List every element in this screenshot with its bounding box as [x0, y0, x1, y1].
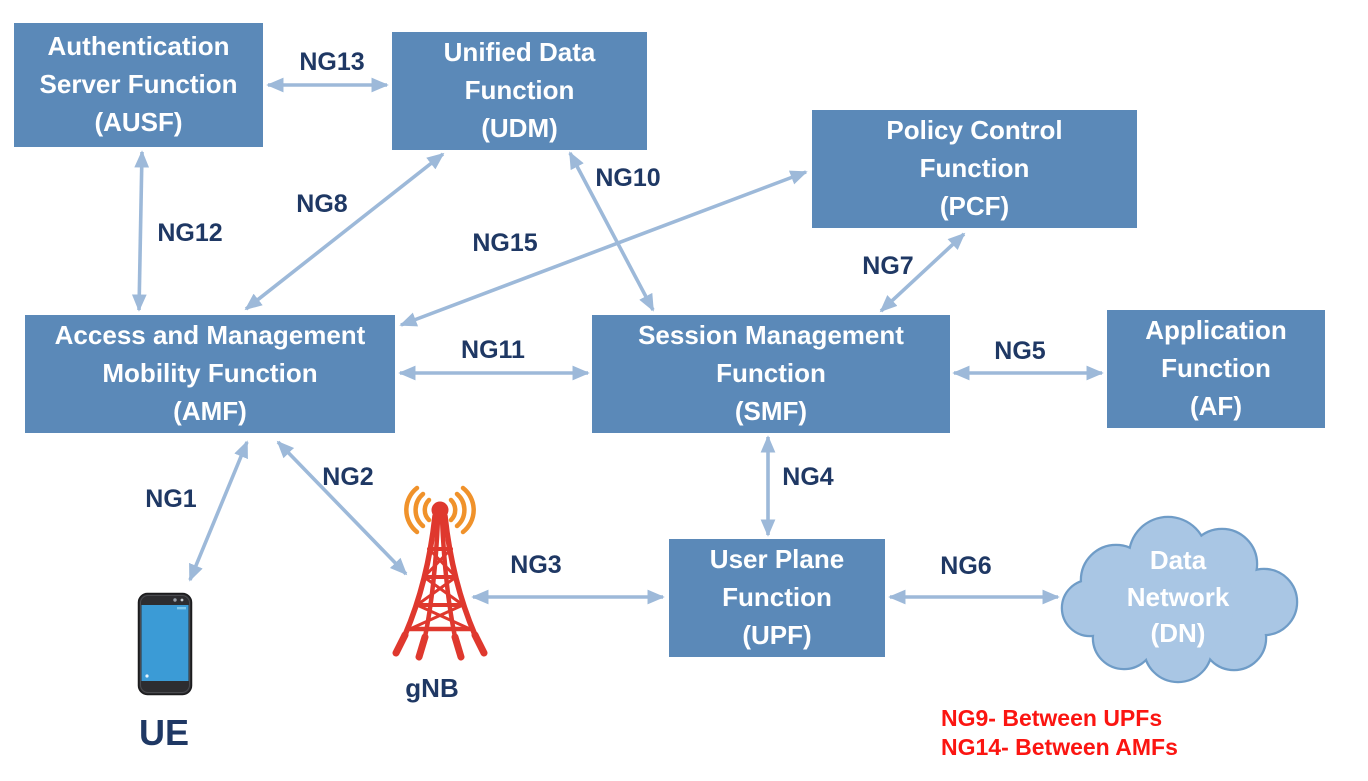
interface-label-ng15: NG15 — [472, 229, 538, 257]
edge-ng8-line — [244, 152, 445, 311]
interface-label-ng4: NG4 — [782, 463, 834, 491]
interface-label-ng3: NG3 — [510, 551, 562, 579]
data-network-cloud — [1060, 515, 1299, 684]
interface-label-ng2: NG2 — [322, 463, 374, 491]
node-upf: User Plane Function (UPF) — [669, 539, 885, 657]
edge-ng15-line — [399, 170, 808, 327]
interface-label-ng8: NG8 — [296, 190, 348, 218]
node-smf: Session Management Function (SMF) — [592, 315, 950, 433]
edge-ng2-line — [276, 440, 408, 576]
node-udm: Unified Data Function (UDM) — [392, 32, 647, 150]
interface-label-ng11: NG11 — [461, 336, 525, 364]
node-ausf: Authentication Server Function (AUSF) — [14, 23, 263, 147]
edge-ng12-line — [131, 150, 150, 312]
legend-ng14: NG14- Between AMFs — [941, 734, 1178, 760]
interface-label-ng13: NG13 — [299, 48, 365, 76]
node-gnb-label: gNB — [405, 673, 459, 703]
ue-phone-icon — [137, 592, 193, 696]
node-dn-label: Data Network (DN) — [1126, 545, 1230, 649]
interface-label-ng7: NG7 — [862, 252, 914, 280]
node-pcf: Policy Control Function (PCF) — [812, 110, 1137, 228]
gnb-tower-icon — [392, 485, 488, 661]
node-af: Application Function (AF) — [1107, 310, 1325, 428]
node-ue-label: UE — [138, 712, 190, 753]
edge-ng1-line — [188, 440, 249, 582]
edge-ng7-line — [879, 232, 966, 313]
interface-label-ng1: NG1 — [145, 485, 197, 513]
legend-ng9: NG9- Between UPFs — [941, 705, 1163, 731]
interface-label-ng12: NG12 — [157, 219, 223, 247]
interface-label-ng6: NG6 — [940, 552, 992, 580]
node-amf: Access and Management Mobility Function … — [25, 315, 395, 433]
interface-label-ng5: NG5 — [994, 337, 1046, 365]
interface-label-ng10: NG10 — [595, 164, 661, 192]
